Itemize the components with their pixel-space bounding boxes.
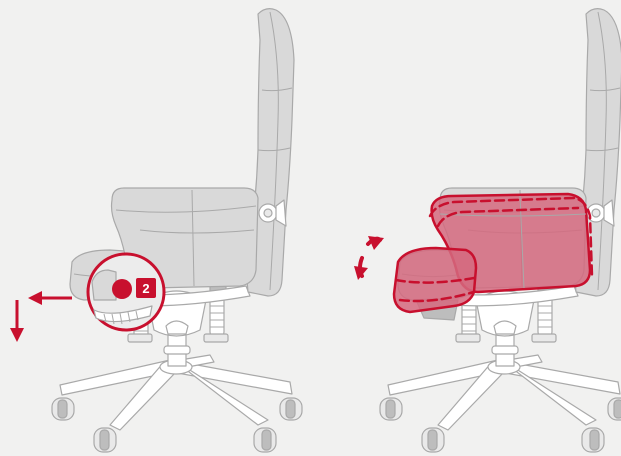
rotate-arrows-icon [354,236,384,280]
step-badge: 2 [136,278,156,298]
arrow-left-icon [28,291,72,305]
left-chair: 2 [10,9,302,452]
tilted-front-highlight [394,248,476,312]
left-chair-base [52,285,302,452]
pull-dot-icon [112,279,132,299]
step-badge-label: 2 [142,281,149,296]
arrow-down-icon [10,300,24,342]
right-chair [354,9,621,452]
